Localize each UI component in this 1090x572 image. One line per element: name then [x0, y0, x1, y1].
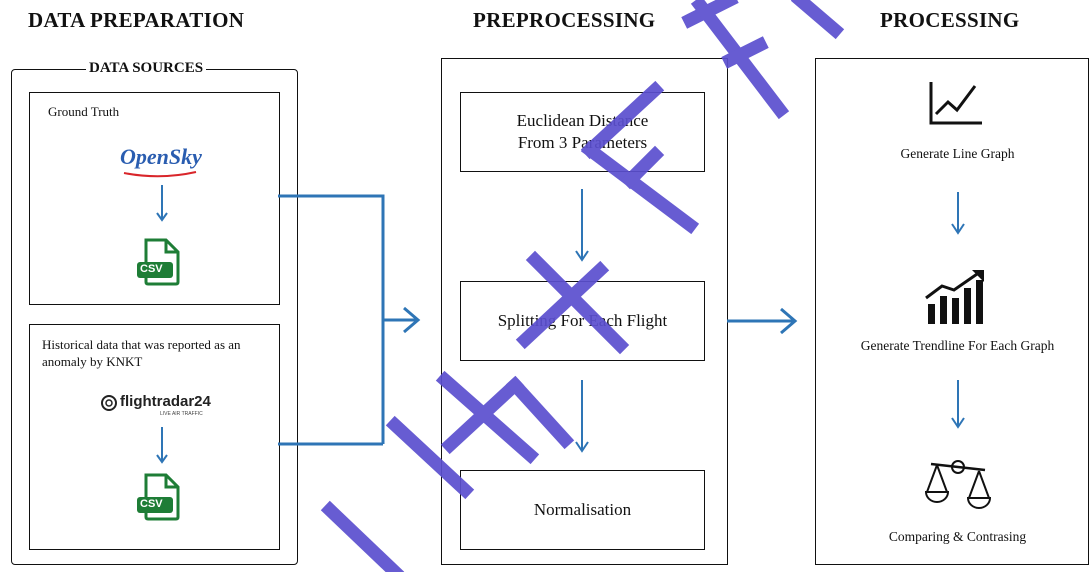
- arrow-right-icon: [727, 307, 798, 335]
- processing-label-line-graph: Generate Line Graph: [900, 146, 1015, 161]
- arrow-down-icon: [156, 185, 168, 222]
- processing-label-comparing: Comparing & Contrasing: [888, 529, 1027, 544]
- flightradar-logo-subtext: LIVE AIR TRAFFIC: [160, 411, 203, 417]
- csv-label: CSV: [140, 263, 163, 275]
- processing-label-trendline: Generate Trendline For Each Graph: [860, 338, 1055, 353]
- arrow-down-icon: [575, 380, 589, 453]
- csv-file-icon: CSV: [136, 473, 184, 521]
- arrow-down-icon: [575, 189, 589, 262]
- ground-truth-label: Ground Truth: [48, 104, 120, 119]
- merge-connector: [278, 194, 421, 446]
- arrow-down-icon: [156, 427, 168, 464]
- preprocessing-step-euclidean: Euclidean Distance From 3 Parameters: [460, 92, 705, 172]
- preprocessing-step-splitting: Splitting For Each Flight: [460, 281, 705, 361]
- flightradar-logo-text: flightradar24: [120, 393, 211, 410]
- opensky-logo-text: OpenSky: [120, 144, 202, 169]
- arrow-down-icon: [951, 380, 965, 429]
- heading-processing: PROCESSING: [880, 8, 1020, 32]
- line-graph-icon: [929, 82, 982, 125]
- heading-preprocessing: PREPROCESSING: [473, 8, 656, 32]
- preprocessing-step-normalisation: Normalisation: [460, 470, 705, 550]
- trendline-bar-chart-icon: [925, 270, 984, 324]
- opensky-logo: OpenSky: [120, 144, 202, 178]
- data-sources-title: DATA SOURCES: [86, 60, 207, 77]
- balance-scale-icon: [924, 460, 992, 509]
- csv-file-icon: CSV: [136, 238, 184, 286]
- arrow-down-icon: [951, 192, 965, 235]
- historical-label: Historical data that was reported as an …: [42, 337, 241, 369]
- csv-label: CSV: [140, 498, 163, 510]
- flightradar-logo: flightradar24 LIVE AIR TRAFFIC: [100, 393, 215, 419]
- heading-data-preparation: DATA PREPARATION: [28, 8, 245, 32]
